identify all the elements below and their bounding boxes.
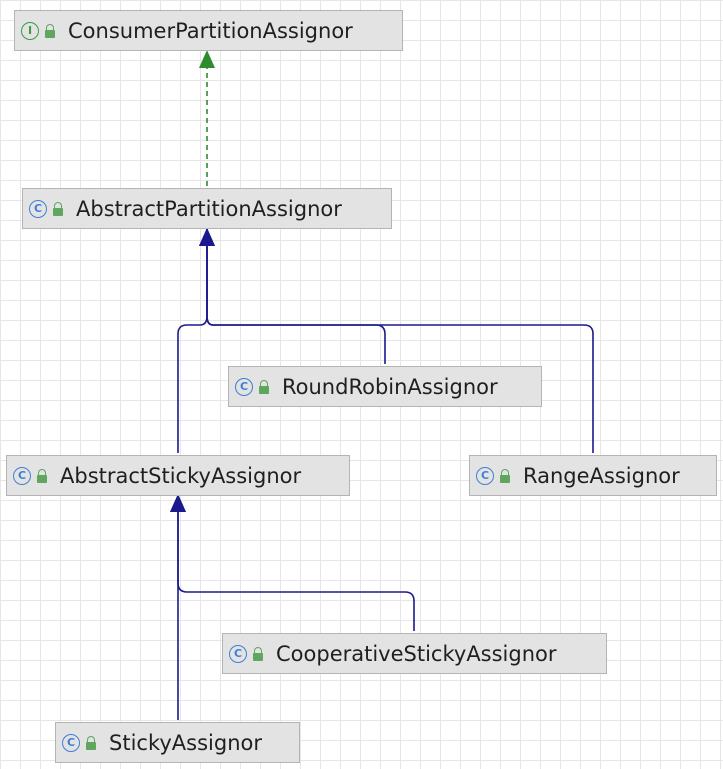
node-label: RangeAssignor bbox=[523, 463, 680, 488]
edge-extends-roundrobinassignor bbox=[199, 228, 386, 364]
edge-extends-abstractstickyassignor bbox=[177, 228, 215, 453]
lock-open-icon bbox=[499, 468, 511, 484]
edge-extends-rangeassignor bbox=[199, 228, 594, 453]
node-round-robin-assignor[interactable]: C RoundRobinAssignor bbox=[228, 366, 542, 407]
lock-open-icon bbox=[36, 468, 48, 484]
abstract-class-icon: C bbox=[29, 199, 47, 218]
node-cooperative-sticky-assignor[interactable]: C CooperativeStickyAssignor bbox=[222, 633, 607, 674]
lock-open-icon bbox=[85, 735, 97, 751]
node-consumer-partition-assignor[interactable]: I ConsumerPartitionAssignor bbox=[14, 10, 403, 51]
class-icon: C bbox=[229, 644, 247, 663]
lock-open-icon bbox=[52, 201, 64, 217]
node-range-assignor[interactable]: C RangeAssignor bbox=[469, 455, 717, 496]
class-icon: C bbox=[476, 466, 494, 485]
node-sticky-assignor[interactable]: C StickyAssignor bbox=[55, 722, 300, 763]
node-label: CooperativeStickyAssignor bbox=[276, 641, 557, 666]
lock-open-icon bbox=[252, 646, 264, 662]
node-label: AbstractStickyAssignor bbox=[60, 463, 302, 488]
interface-icon: I bbox=[21, 21, 39, 40]
node-label: RoundRobinAssignor bbox=[282, 374, 498, 399]
node-abstract-sticky-assignor[interactable]: C AbstractStickyAssignor bbox=[6, 455, 350, 496]
lock-open-icon bbox=[44, 23, 56, 39]
class-icon: C bbox=[235, 377, 253, 396]
node-label: AbstractPartitionAssignor bbox=[76, 196, 342, 221]
abstract-class-icon: C bbox=[13, 466, 31, 485]
class-icon: C bbox=[62, 733, 80, 752]
lock-open-icon bbox=[258, 379, 270, 395]
node-label: StickyAssignor bbox=[109, 730, 262, 755]
node-abstract-partition-assignor[interactable]: C AbstractPartitionAssignor bbox=[22, 188, 392, 229]
edge-extends-cooperativestickyassignor bbox=[170, 494, 415, 631]
node-label: ConsumerPartitionAssignor bbox=[68, 18, 353, 43]
